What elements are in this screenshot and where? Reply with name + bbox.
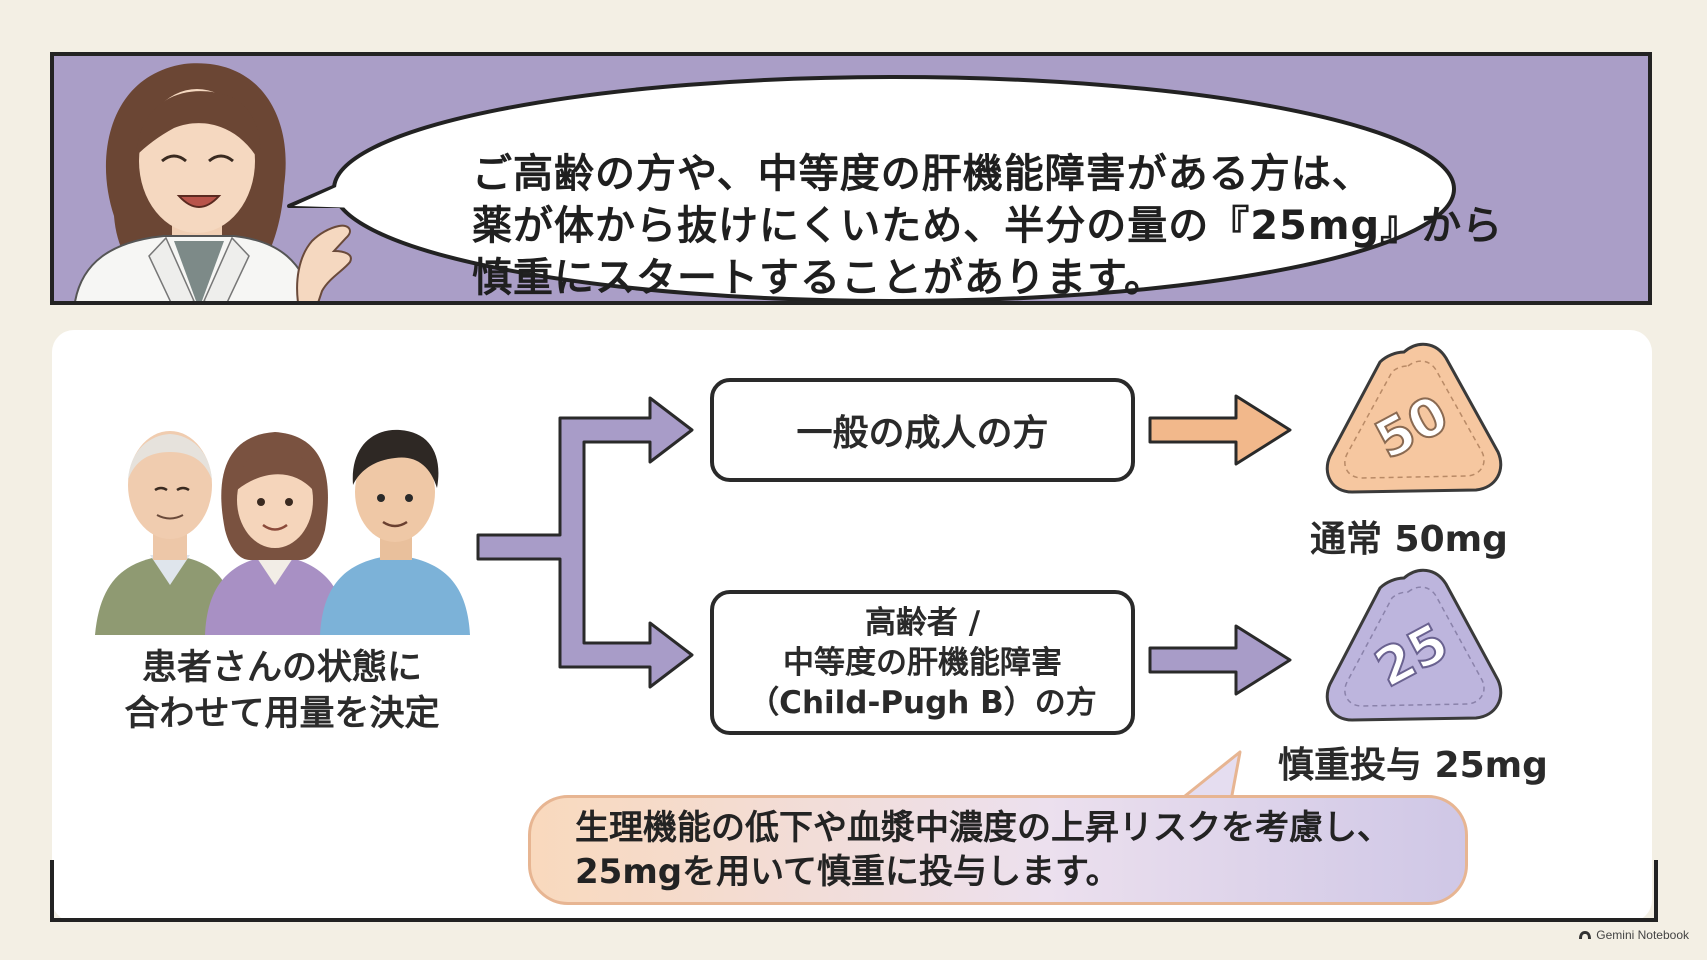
patients-label: 患者さんの状態に 合わせて用量を決定 — [82, 645, 482, 737]
patients-label-line-2: 合わせて用量を決定 — [124, 694, 440, 734]
speech-line-3: 慎重にスタートすることがあります。 — [472, 255, 1165, 301]
box-elderly-line-1: 高齢者 / — [864, 604, 981, 641]
note-line-1: 生理機能の低下や血漿中濃度の上昇リスクを考慮し、 — [575, 808, 1391, 848]
speech-line-2: 薬が体から抜けにくいため、半分の量の『25mg』から — [472, 203, 1504, 249]
patients-illustration — [95, 429, 470, 635]
footer-brand-text: Gemini Notebook — [1596, 928, 1689, 942]
arrow-to-50 — [1148, 394, 1292, 466]
speech-line-1: ご高齢の方や、中等度の肝機能障害がある方は、 — [472, 151, 1373, 197]
branch-arrows — [476, 396, 694, 689]
speech-bubble — [287, 75, 1456, 301]
box-elderly-line-2: 中等度の肝機能障害 — [783, 644, 1062, 681]
dose-label-50: 通常 50mg — [1310, 519, 1508, 560]
patients-label-line-1: 患者さんの状態に — [141, 648, 422, 688]
gemini-logo-icon — [1579, 931, 1592, 939]
box-general-adult: 一般の成人の方 — [710, 378, 1135, 482]
note-bubble — [528, 795, 1468, 905]
box-elderly-hepatic: 高齢者 / 中等度の肝機能障害 （Child-Pugh B）の方 — [710, 590, 1135, 735]
note-line-2: 25mgを用いて慎重に投与します。 — [575, 852, 1120, 892]
header-banner: ご高齢の方や、中等度の肝機能障害がある方は、 薬が体から抜けにくいため、半分の量… — [50, 52, 1652, 305]
box-elderly-line-3: （Child-Pugh B）の方 — [748, 684, 1097, 721]
panel-bottom-bracket — [50, 860, 1658, 922]
note-text: 生理機能の低下や血漿中濃度の上昇リスクを考慮し、 25mgを用いて慎重に投与しま… — [575, 806, 1475, 894]
box-general-label: 一般の成人の方 — [796, 413, 1049, 454]
doctor-illustration — [74, 63, 352, 301]
tablet-50 — [1325, 342, 1503, 494]
speech-text: ご高齢の方や、中等度の肝機能障害がある方は、 薬が体から抜けにくいため、半分の量… — [472, 148, 1504, 301]
dose-label-25: 慎重投与 25mg — [1278, 745, 1548, 786]
arrow-to-25 — [1148, 624, 1292, 696]
footer-brand: Gemini Notebook — [1578, 928, 1689, 942]
tablet-25 — [1325, 568, 1503, 722]
